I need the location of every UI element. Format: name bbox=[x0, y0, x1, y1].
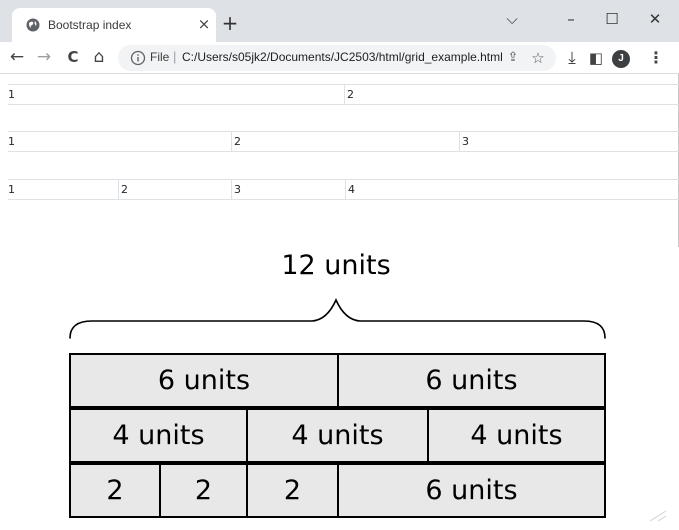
grid-cell: 4 bbox=[345, 180, 679, 199]
menu-kebab-icon[interactable]: ⋮ bbox=[648, 48, 664, 67]
globe-icon bbox=[26, 18, 40, 32]
maximize-icon[interactable]: ☐ bbox=[605, 10, 619, 28]
reload-icon[interactable]: C bbox=[67, 48, 79, 66]
diagram-row-mixed: 2 2 2 6 units bbox=[69, 463, 606, 518]
tab-close-icon[interactable]: × bbox=[197, 15, 211, 33]
grid-row-halves: 1 2 bbox=[8, 84, 679, 105]
side-panel-icon[interactable]: ◧ bbox=[588, 49, 604, 67]
diagram-cell: 4 units bbox=[69, 408, 248, 463]
new-tab-button[interactable]: + bbox=[221, 11, 239, 35]
diagram-cell: 2 bbox=[246, 463, 339, 518]
minimize-icon[interactable]: – bbox=[567, 10, 575, 28]
grid-cell: 1 bbox=[8, 135, 15, 148]
info-icon[interactable] bbox=[130, 50, 146, 66]
bookmark-star-icon[interactable]: ☆ bbox=[531, 49, 545, 67]
diagram-row-halves: 6 units 6 units bbox=[69, 353, 606, 408]
tab-title: Bootstrap index bbox=[48, 18, 132, 32]
diagram-cell: 6 units bbox=[337, 353, 606, 408]
total-width-label: 12 units bbox=[281, 250, 391, 281]
diagram-cell: 6 units bbox=[69, 353, 339, 408]
grid-cell: 3 bbox=[459, 132, 679, 151]
avatar[interactable]: J bbox=[612, 50, 630, 68]
forward-arrow-icon[interactable]: → bbox=[36, 47, 52, 67]
diagram-cell: 4 units bbox=[427, 408, 606, 463]
browser-toolbar: ← → C ⌂ File | C:/Users/s05jk2/Documents… bbox=[0, 42, 679, 74]
home-icon[interactable]: ⌂ bbox=[93, 47, 105, 67]
diagram-cell: 2 bbox=[159, 463, 248, 518]
diagram-cell: 6 units bbox=[337, 463, 606, 518]
grid-row-thirds: 1 2 3 bbox=[8, 131, 679, 152]
back-arrow-icon[interactable]: ← bbox=[9, 47, 25, 67]
grid-cell: 1 bbox=[8, 183, 15, 196]
grid-cell: 3 bbox=[231, 180, 345, 199]
tab-search-icon[interactable]: ⌵ bbox=[506, 10, 518, 28]
url-path[interactable]: C:/Users/s05jk2/Documents/JC2503/html/gr… bbox=[182, 50, 503, 64]
address-bar[interactable]: File | C:/Users/s05jk2/Documents/JC2503/… bbox=[118, 45, 556, 71]
diagram-cell: 2 bbox=[69, 463, 161, 518]
download-icon[interactable]: ⤓ bbox=[568, 48, 576, 68]
browser-window: Bootstrap index × + ⌵ – ☐ ✕ ← → C ⌂ File… bbox=[0, 0, 679, 247]
grid-cell: 1 bbox=[8, 88, 15, 101]
tab-strip: Bootstrap index × + ⌵ – ☐ ✕ bbox=[0, 0, 679, 42]
diagram-cell: 4 units bbox=[246, 408, 429, 463]
grid-cell: 2 bbox=[231, 132, 459, 151]
url-scheme-label: File bbox=[150, 50, 170, 64]
tab-bootstrap-index[interactable]: Bootstrap index × bbox=[12, 8, 216, 42]
share-icon[interactable]: ⇪ bbox=[507, 50, 519, 65]
grid-cell: 2 bbox=[344, 85, 679, 104]
diagram-row-thirds: 4 units 4 units 4 units bbox=[69, 408, 606, 463]
close-window-icon[interactable]: ✕ bbox=[648, 10, 662, 28]
grid-cell: 2 bbox=[118, 180, 231, 199]
url-separator: | bbox=[173, 49, 177, 64]
resize-grip-icon bbox=[649, 510, 667, 522]
grid-row-mixed: 1 2 3 4 bbox=[8, 179, 679, 200]
